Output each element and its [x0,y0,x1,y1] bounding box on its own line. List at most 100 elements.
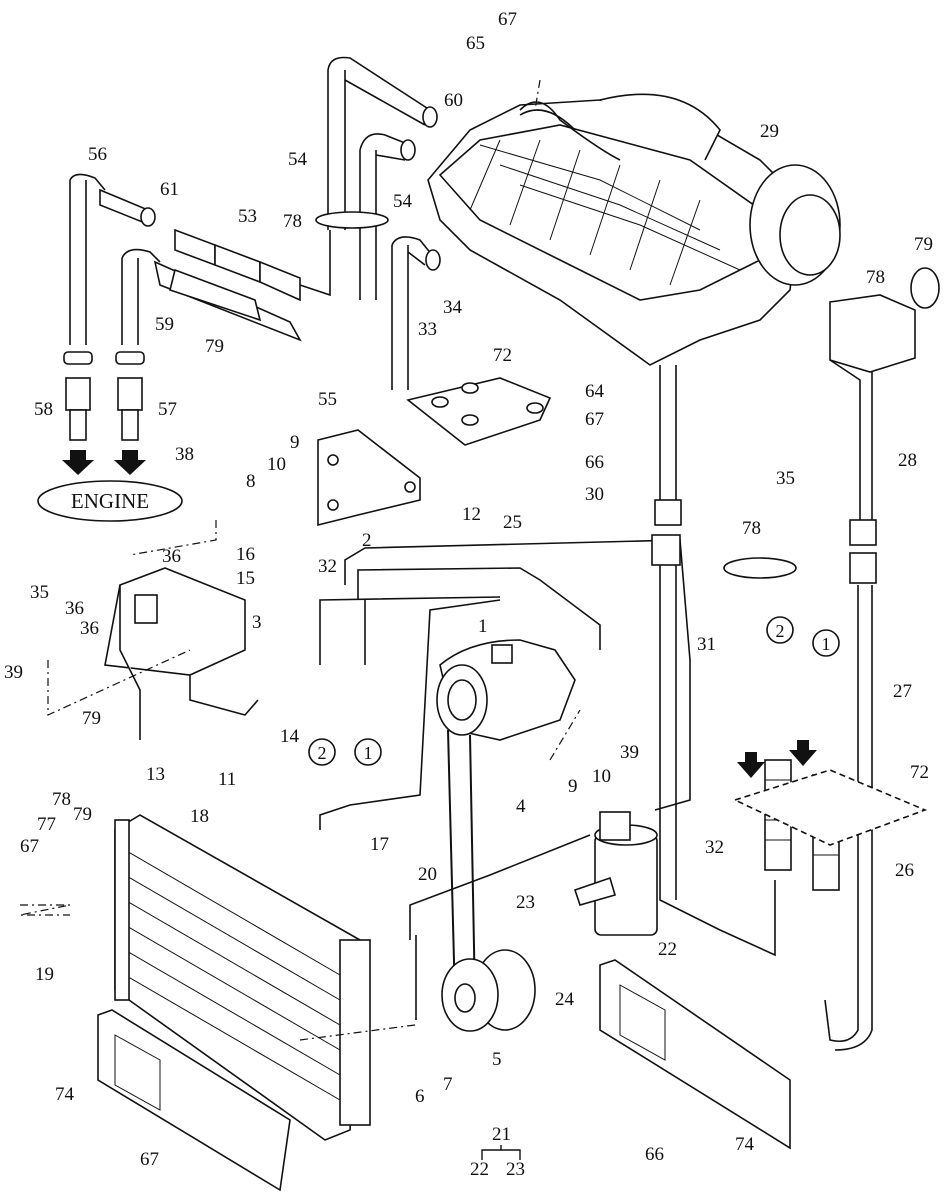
clamp-77 [910,267,940,309]
part-label-52a: 54 [288,149,308,170]
part-label-74: 79 [73,804,92,825]
part-label-10-mid: 10 [592,766,611,787]
part-label-9-top: 9 [290,432,300,453]
part-labels: 67 65 60 29 56 54 61 54 53 78 79 78 34 5… [4,9,933,1180]
part-label-73: 78 [52,789,71,810]
part-label-5: 5 [492,1049,502,1070]
part-label-22-bot: 22 [470,1159,489,1180]
heater-hose-52 [315,56,438,300]
part-label-56: 58 [34,399,53,420]
svg-text:2: 2 [776,621,785,641]
part-label-75-top: 78 [283,211,302,232]
part-label-39-bot: 36 [80,618,99,639]
part-label-37: 35 [30,582,49,603]
part-label-79: 79 [82,708,101,729]
part-label-52b: 54 [393,191,413,212]
part-label-38: 36 [65,598,84,619]
part-label-71-mid: 72 [910,762,929,783]
part-label-3: 3 [252,612,262,633]
svg-text:1: 1 [822,634,831,654]
compressor-bracket-3 [104,567,259,740]
group-bracket-21 [481,1145,521,1160]
part-label-42: 39 [620,742,639,763]
part-label-13: 13 [146,764,165,785]
part-label-9-mid: 9 [568,776,578,797]
part-label-4: 4 [516,796,526,817]
part-label-59: 61 [160,179,179,200]
part-label-46: 39 [4,662,23,683]
engine-coolant-hoses [69,173,331,345]
part-label-11: 11 [218,769,236,790]
part-label-29: 29 [760,121,779,142]
part-label-28: 28 [898,450,917,471]
part-label-18: 18 [190,806,209,827]
part-label-17: 17 [370,834,389,855]
compressor-1 [436,639,576,741]
temperature-sensors [62,351,146,475]
drive-belt-and-pulley [441,729,536,1032]
svg-text:2: 2 [318,743,327,763]
part-label-36: 35 [776,468,795,489]
part-label-78: 79 [205,336,224,357]
mounting-plate-71 [406,377,552,446]
part-label-65: 74 [735,1134,755,1155]
part-label-26: 26 [895,860,914,881]
part-label-63: 65 [466,33,485,54]
part-label-60: 66 [645,1144,664,1165]
evaporator-housing [427,93,841,366]
part-label-23: 23 [516,892,535,913]
part-label-7: 7 [443,1074,453,1095]
filter-76 [829,294,916,373]
circled-reference-2b: 2 [766,616,794,644]
part-label-67-bot: 67 [20,836,39,857]
part-label-30: 30 [585,484,604,505]
circled-reference-2a: 2 [308,738,336,766]
svg-text:1: 1 [364,743,373,763]
part-label-21: 21 [492,1124,511,1145]
part-label-61: 67 [140,1149,159,1170]
part-label-57: 59 [155,314,174,335]
part-label-40: 38 [175,444,194,465]
part-label-25: 25 [503,512,522,533]
part-label-34: 33 [418,319,437,340]
coupling-26 [732,769,928,891]
leader-lines [19,79,581,1041]
part-label-32: 32 [705,837,724,858]
part-label-1: 1 [478,616,488,637]
part-label-58: 60 [444,90,463,111]
grille-60 [599,959,791,1150]
part-label-33: 32 [318,556,337,577]
part-label-14: 14 [280,726,300,747]
part-label-19: 19 [35,964,54,985]
part-label-75-mid: 78 [742,518,761,539]
part-label-53: 55 [318,389,337,410]
part-label-12: 12 [462,504,481,525]
part-label-67-mid: 67 [585,409,604,430]
right-refrigerant-lines [651,349,877,1051]
part-label-67-top: 67 [498,9,517,30]
part-label-27: 27 [893,681,912,702]
part-label-77: 79 [914,234,933,255]
engine-label: ENGINE [71,489,149,513]
part-label-76: 78 [866,267,885,288]
part-label-62: 64 [585,381,605,402]
part-label-71-top: 72 [493,345,512,366]
part-label-72: 77 [37,814,56,835]
part-label-24: 24 [555,989,575,1010]
receiver-drier-22 [573,811,658,936]
part-label-55: 57 [158,399,177,420]
part-label-35: 34 [443,297,463,318]
part-label-8: 8 [246,471,256,492]
part-label-66: 74 [55,1084,75,1105]
part-label-39-top: 36 [162,546,181,567]
part-label-22: 22 [658,939,677,960]
grille-61 [97,1009,291,1192]
engine-callout: ENGINE [37,480,183,522]
part-label-64: 66 [585,452,604,473]
part-label-50: 53 [238,206,257,227]
part-label-54: 56 [88,144,107,165]
refrigerant-lines [319,539,691,1020]
part-label-20: 20 [418,864,437,885]
circled-reference-1b: 1 [812,629,840,657]
